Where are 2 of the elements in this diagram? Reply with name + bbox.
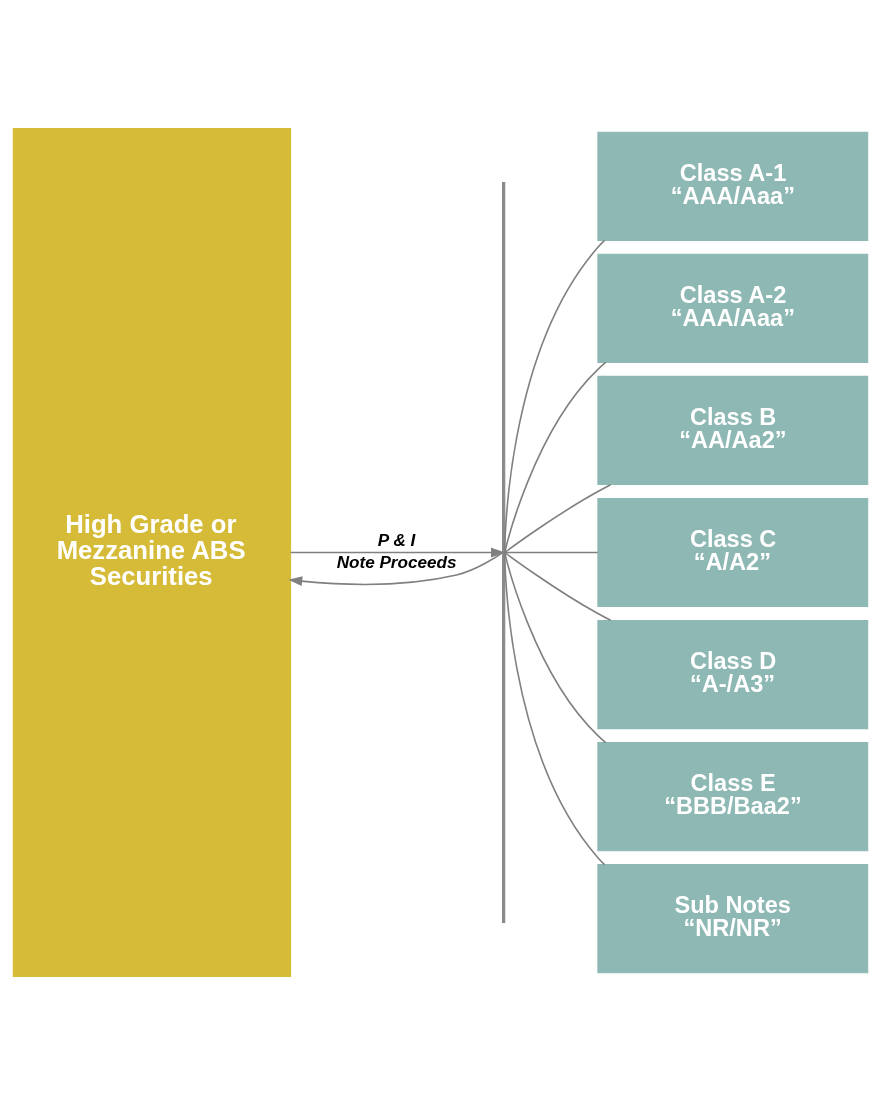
edge-label: Note Proceeds <box>336 552 457 573</box>
edge-label: P & I <box>377 529 415 550</box>
